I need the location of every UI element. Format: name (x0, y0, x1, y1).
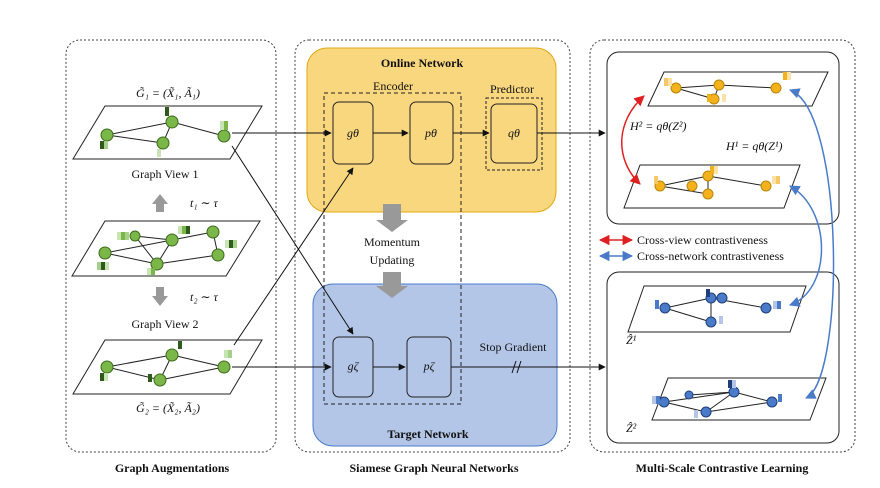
p-theta-label: pθ (424, 126, 437, 140)
stop-gradient-label: Stop Gradient (480, 340, 548, 354)
graph-view-2 (72, 339, 263, 395)
flow-arrows (231, 129, 606, 371)
view1-formula: G̃₁ = (X̃₁, Ã₁) (136, 86, 200, 100)
graph-view-2-label: Graph View 2 (131, 317, 198, 331)
graph-augmentations-panel: G̃₁ = (X̃₁, Ã₁) Graph View 1 t₁ ∼ τ (65, 39, 277, 453)
momentum-arrow-bottom (376, 272, 408, 298)
siamese-gnn-caption: Siamese Graph Neural Networks (350, 461, 519, 475)
g-theta-label: gθ (347, 126, 359, 140)
siamese-gnn-panel: Online Network Target Network Encoder Pr… (294, 39, 571, 453)
h1-graph (623, 164, 801, 209)
multi-scale-caption: Multi-Scale Contrastive Learning (636, 461, 809, 475)
target-network-title: Target Network (387, 427, 469, 441)
q-theta-label: qθ (508, 126, 520, 140)
z2-graph (651, 377, 827, 421)
h2-formula: H² = qθ(Z²) (629, 119, 687, 133)
z2-label: Ẑ² (626, 421, 637, 435)
momentum-line1: Momentum (364, 235, 421, 249)
g-zeta-label: gζ (348, 359, 360, 373)
original-graph (71, 220, 261, 277)
momentum-line2: Updating (370, 253, 415, 267)
cross-view-arrow (621, 95, 645, 185)
t1-label: t₁ ∼ τ (190, 196, 219, 210)
t2-label: t₂ ∼ τ (190, 290, 219, 304)
legend-cross-network: Cross-network contrastiveness (637, 249, 784, 263)
momentum-arrow-top (376, 204, 408, 232)
h1-formula: H¹ = qθ(Z¹) (725, 139, 783, 153)
h2-graph (647, 71, 829, 107)
cross-network-arrow-outer (789, 88, 835, 399)
multi-scale-panel: H² = qθ(Z²) H¹ = qθ(Z¹) Cross-view contr… (589, 39, 856, 453)
cross-network-arrow-inner (789, 185, 823, 307)
online-network-title: Online Network (381, 56, 464, 70)
augment-up-arrow (152, 194, 168, 212)
predictor-label: Predictor (490, 82, 534, 96)
encoder-label: Encoder (373, 79, 413, 93)
augment-down-arrow (152, 287, 168, 306)
graph-view-1-label: Graph View 1 (131, 167, 198, 181)
p-zeta-label: pζ (423, 359, 436, 373)
legend-cross-view: Cross-view contrastiveness (637, 233, 768, 247)
graph-view-1 (72, 105, 263, 160)
z1-label: Ẑ¹ (626, 333, 637, 347)
z1-graph (627, 285, 807, 333)
graph-augmentations-caption: Graph Augmentations (115, 461, 230, 475)
view2-formula: G̃₂ = (X̃₂, Ã₂) (136, 401, 200, 415)
